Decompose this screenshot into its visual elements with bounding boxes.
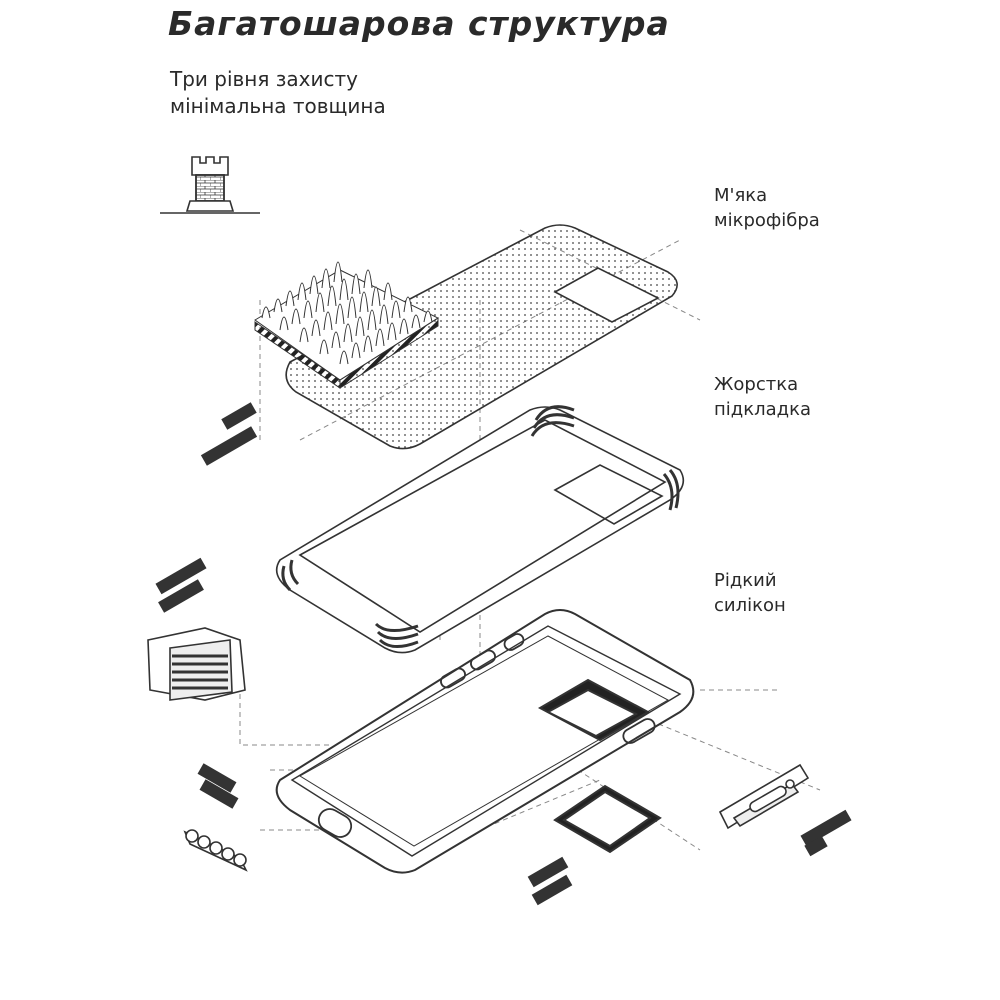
hard-base-layer [275,405,685,654]
layer-label-line-1: Жорстка [714,374,799,395]
layer-label-line-1: Рідкий [714,570,777,591]
page-subtitle: Три рівня захисту мінімальна товщина [170,66,386,120]
corner-bumper-detail [147,627,246,701]
dimension-tags [155,402,852,906]
layer-label-line-2: підкладка [714,399,811,420]
bottom-port-detail [183,829,248,872]
layer-label-line-2: силікон [714,595,786,616]
layer-label-microfiber: М'яка мікрофібра [714,183,820,233]
microfiber-tufts [254,261,440,389]
subtitle-line-2: мінімальна товщина [170,94,386,118]
layer-label-line-1: М'яка [714,185,768,206]
page-title: Багатошарова структура [168,4,670,43]
side-button-detail [718,763,810,830]
layer-label-liquid-silicone: Рідкий силікон [714,568,786,618]
camera-bumper-detail [553,784,662,854]
subtitle-line-1: Три рівня захисту [170,67,358,91]
castle-tower-icon [160,156,260,214]
layer-label-hard-base: Жорстка підкладка [714,372,811,422]
layer-label-line-2: мікрофібра [714,210,820,231]
side-button-cutouts [317,633,656,838]
silicone-shell-layer [275,609,695,874]
microfiber-layer [254,224,678,450]
